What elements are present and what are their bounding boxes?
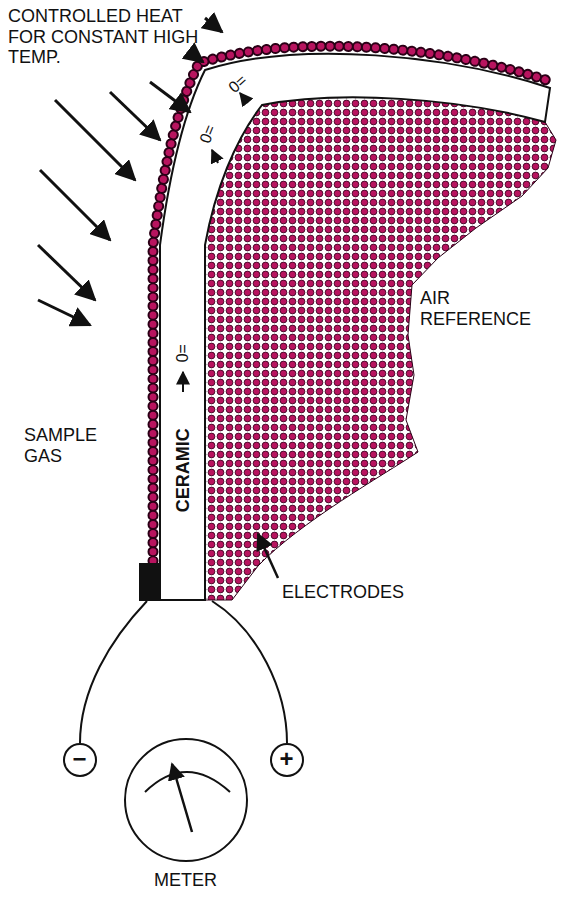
air-reference-electrode (205, 97, 556, 600)
terminal-sign: + (279, 747, 293, 771)
ion-arrow (240, 93, 248, 103)
meter-label: METER (154, 870, 217, 891)
ceramic-strip (160, 54, 550, 600)
air-reference-label: AIR REFERENCE (420, 288, 548, 329)
sample-gas-label: SAMPLE GAS (24, 425, 124, 466)
ion-arrow (182, 372, 184, 392)
positive-terminal: + (270, 743, 304, 777)
meter-dial: METER (124, 738, 248, 862)
ceramic-label: CERAMIC (173, 428, 194, 512)
wire (212, 601, 287, 743)
meter-needle (172, 764, 192, 832)
ion-label: 0= (174, 344, 192, 362)
leader-line (258, 534, 278, 578)
electrodes-label: ELECTRODES (282, 582, 404, 603)
meter-scale (145, 772, 230, 792)
heat-arrows (38, 18, 222, 325)
wire (80, 601, 147, 743)
heat-note: CONTROLLED HEAT FOR CONSTANT HIGH TEMP. (8, 6, 213, 68)
ion-arrow (212, 150, 218, 163)
negative-terminal: − (63, 743, 97, 777)
electrode-contact (139, 563, 159, 601)
terminal-sign: − (72, 747, 86, 771)
